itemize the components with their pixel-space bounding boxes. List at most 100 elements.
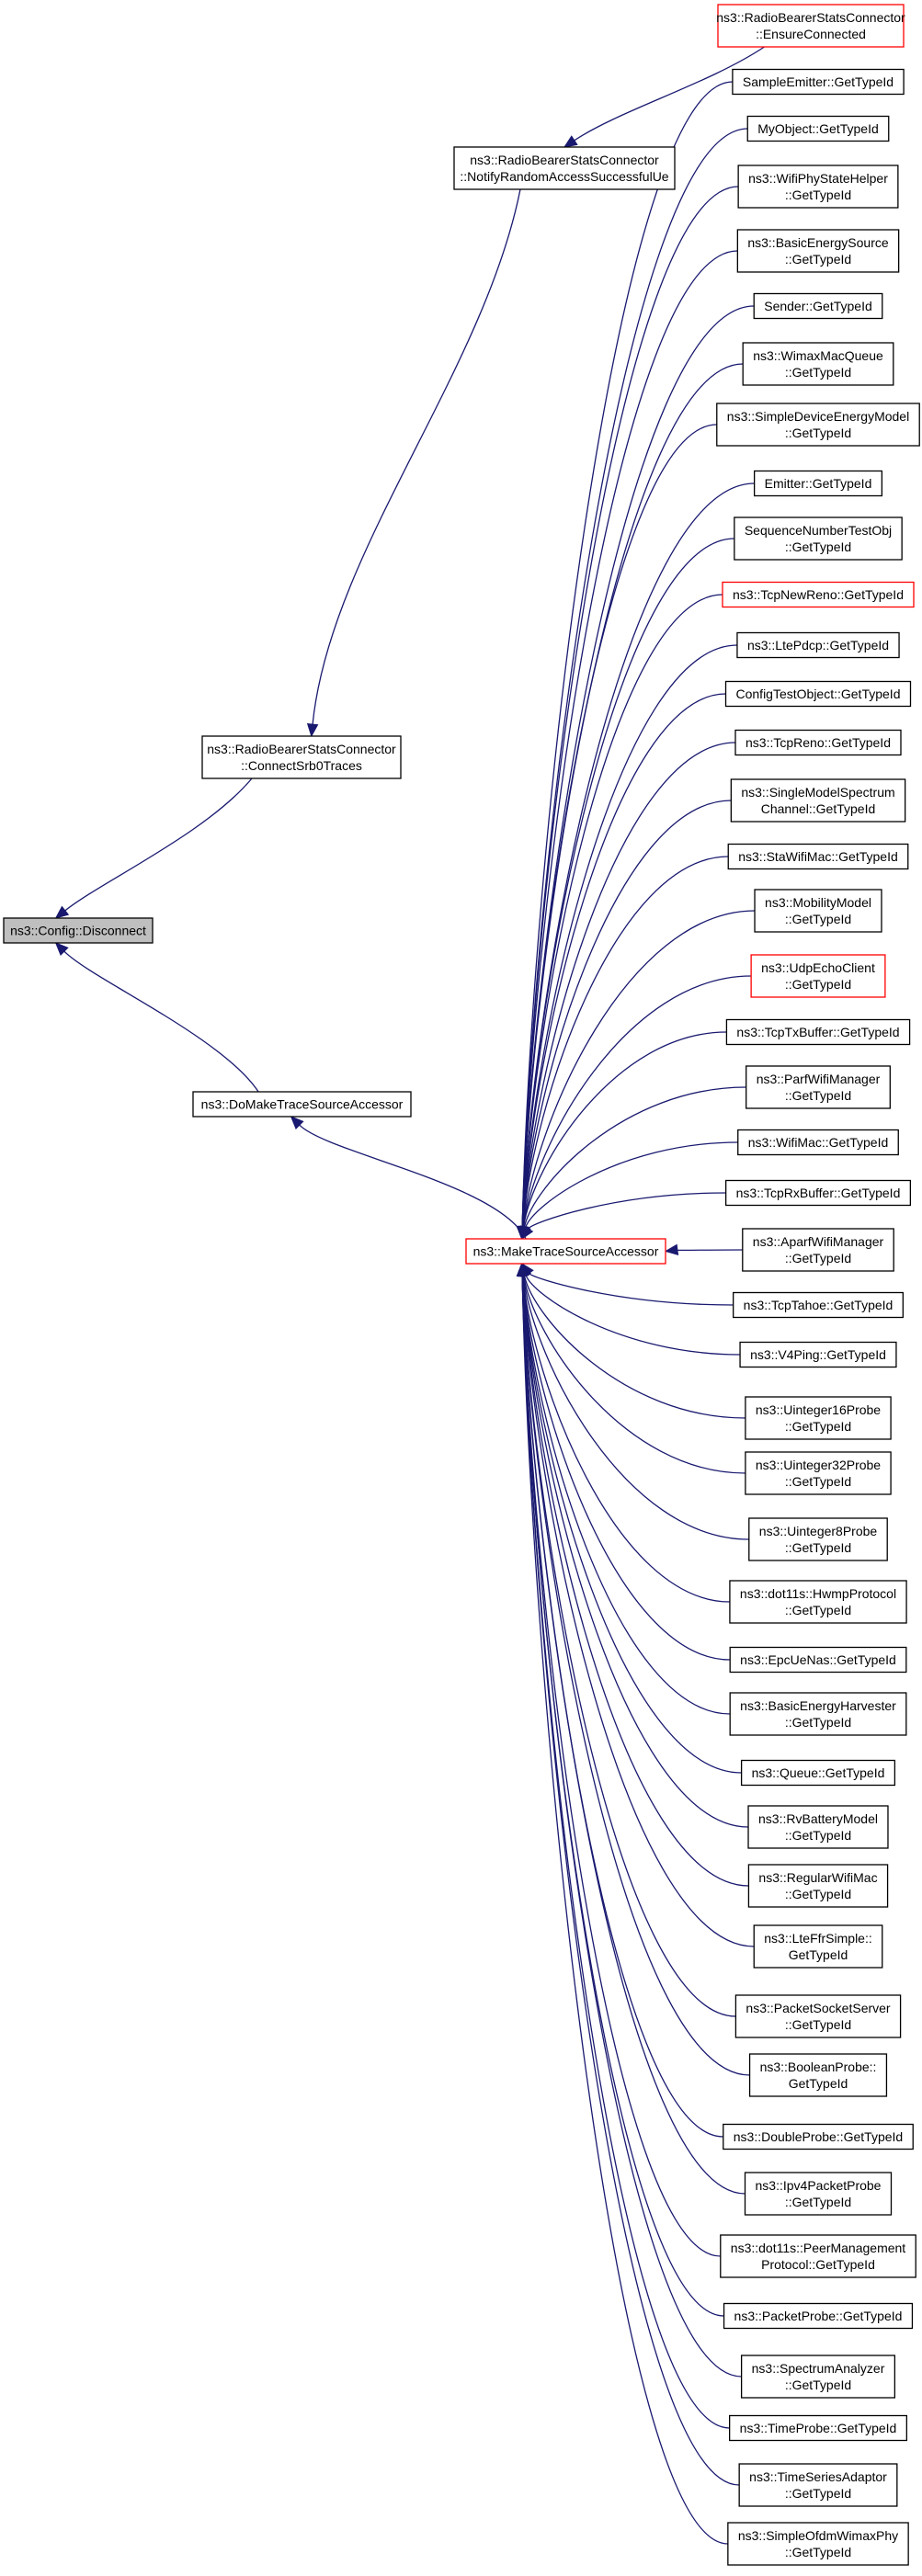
node-box[interactable] [724, 680, 912, 708]
graph-node-c18[interactable]: ns3::ParfWifiManager::GetTypeId [746, 1065, 891, 1109]
node-box[interactable] [3, 917, 154, 944]
graph-node-c14[interactable]: ns3::StaWifiMac::GetTypeId [727, 843, 909, 870]
graph-node-c29[interactable]: ns3::BasicEnergyHarvester::GetTypeId [729, 1692, 907, 1736]
node-box[interactable] [727, 843, 909, 870]
node-box[interactable] [742, 342, 894, 386]
node-box[interactable] [740, 1759, 896, 1787]
node-box[interactable] [753, 470, 883, 497]
node-box[interactable] [734, 516, 903, 561]
graph-node-n4[interactable]: ns3::DoMakeTraceSourceAccessor [192, 1091, 412, 1118]
node-box[interactable] [465, 1238, 666, 1265]
node-box[interactable] [729, 1580, 907, 1624]
graph-node-c38[interactable]: ns3::dot11s::PeerManagementProtocol::Get… [720, 2234, 916, 2278]
graph-node-c32[interactable]: ns3::RegularWifiMac::GetTypeId [747, 1864, 889, 1908]
graph-node-c1[interactable]: MyObject::GetTypeId [746, 115, 890, 142]
graph-node-c43[interactable]: ns3::SimpleOfdmWimaxPhy::GetTypeId [727, 2522, 909, 2566]
node-box[interactable] [727, 2522, 909, 2566]
node-box[interactable] [754, 889, 882, 933]
graph-node-c40[interactable]: ns3::SpectrumAnalyzer::GetTypeId [740, 2355, 896, 2399]
node-box[interactable] [729, 1646, 907, 1674]
graph-node-c5[interactable]: ns3::WimaxMacQueue::GetTypeId [742, 342, 894, 386]
node-box[interactable] [725, 1018, 911, 1046]
node-box[interactable] [748, 2053, 888, 2097]
graph-node-c17[interactable]: ns3::TcpTxBuffer::GetTypeId [725, 1018, 911, 1046]
node-box[interactable] [738, 2463, 898, 2507]
graph-node-c2[interactable]: ns3::WifiPhyStateHelper::GetTypeId [737, 165, 899, 209]
graph-node-n0[interactable]: ns3::Config::Disconnect [3, 917, 154, 944]
graph-node-c25[interactable]: ns3::Uinteger32Probe::GetTypeId [745, 1451, 892, 1495]
node-box[interactable] [747, 1864, 889, 1908]
node-box[interactable] [739, 1341, 897, 1368]
graph-node-c34[interactable]: ns3::PacketSocketServer::GetTypeId [734, 1994, 902, 2038]
node-box[interactable] [732, 68, 905, 96]
node-box[interactable] [745, 1396, 892, 1440]
graph-node-c12[interactable]: ns3::TcpReno::GetTypeId [734, 729, 902, 756]
graph-node-c42[interactable]: ns3::TimeSeriesAdaptor::GetTypeId [738, 2463, 898, 2507]
graph-node-c7[interactable]: Emitter::GetTypeId [753, 470, 883, 497]
node-box[interactable] [733, 1291, 904, 1319]
graph-node-c35[interactable]: ns3::BooleanProbe::GetTypeId [748, 2053, 888, 2097]
node-box[interactable] [737, 165, 899, 209]
graph-node-c30[interactable]: ns3::Queue::GetTypeId [740, 1759, 896, 1787]
graph-node-c15[interactable]: ns3::MobilityModel::GetTypeId [754, 889, 882, 933]
graph-node-c24[interactable]: ns3::Uinteger16Probe::GetTypeId [745, 1396, 892, 1440]
node-box[interactable] [744, 2172, 893, 2216]
graph-node-c26[interactable]: ns3::Uinteger8Probe::GetTypeId [748, 1517, 888, 1561]
graph-node-c28[interactable]: ns3::EpcUeNas::GetTypeId [729, 1646, 907, 1674]
graph-node-c13[interactable]: ns3::SingleModelSpectrumChannel::GetType… [730, 778, 906, 823]
graph-node-c4[interactable]: Sender::GetTypeId [753, 292, 883, 320]
node-box[interactable] [724, 1179, 912, 1207]
graph-node-n1[interactable]: ns3::RadioBearerStatsConnector::ConnectS… [201, 735, 402, 779]
graph-node-c6[interactable]: ns3::SimpleDeviceEnergyModel::GetTypeId [716, 403, 920, 447]
node-box[interactable] [192, 1091, 412, 1118]
node-box[interactable] [736, 631, 900, 659]
graph-node-c41[interactable]: ns3::TimeProbe::GetTypeId [729, 2414, 907, 2442]
node-box[interactable] [747, 1805, 889, 1849]
node-box[interactable] [453, 146, 676, 190]
node-box[interactable] [730, 778, 906, 823]
node-box[interactable] [729, 2414, 907, 2442]
graph-node-c20[interactable]: ns3::TcpRxBuffer::GetTypeId [724, 1179, 912, 1207]
graph-node-c8[interactable]: SequenceNumberTestObj::GetTypeId [734, 516, 903, 561]
node-box[interactable] [736, 229, 900, 273]
graph-node-c23[interactable]: ns3::V4Ping::GetTypeId [739, 1341, 897, 1368]
graph-node-c27[interactable]: ns3::dot11s::HwmpProtocol::GetTypeId [729, 1580, 907, 1624]
graph-node-c16[interactable]: ns3::UdpEchoClient::GetTypeId [750, 954, 886, 998]
node-box[interactable] [746, 1065, 891, 1109]
node-box[interactable] [729, 1692, 907, 1736]
graph-node-c19[interactable]: ns3::WifiMac::GetTypeId [737, 1129, 899, 1156]
node-box[interactable] [720, 2234, 916, 2278]
node-box[interactable] [201, 735, 402, 779]
node-box[interactable] [746, 115, 890, 142]
node-box[interactable] [723, 2123, 914, 2150]
node-box[interactable] [722, 581, 915, 608]
node-box[interactable] [737, 1129, 899, 1156]
graph-node-c11[interactable]: ConfigTestObject::GetTypeId [724, 680, 912, 708]
graph-node-n3[interactable]: ns3::RadioBearerStatsConnector::EnsureCo… [716, 4, 905, 48]
node-box[interactable] [734, 729, 902, 756]
graph-node-c0[interactable]: SampleEmitter::GetTypeId [732, 68, 905, 96]
graph-node-c10[interactable]: ns3::LtePdcp::GetTypeId [736, 631, 900, 659]
graph-node-c36[interactable]: ns3::DoubleProbe::GetTypeId [723, 2123, 914, 2150]
graph-node-c37[interactable]: ns3::Ipv4PacketProbe::GetTypeId [744, 2172, 893, 2216]
node-box[interactable] [734, 1994, 902, 2038]
graph-node-c39[interactable]: ns3::PacketProbe::GetTypeId [723, 2302, 914, 2330]
node-box[interactable] [753, 292, 883, 320]
graph-node-c3[interactable]: ns3::BasicEnergySource::GetTypeId [736, 229, 900, 273]
graph-node-n2[interactable]: ns3::RadioBearerStatsConnector::NotifyRa… [453, 146, 676, 190]
graph-node-c22[interactable]: ns3::TcpTahoe::GetTypeId [733, 1291, 904, 1319]
node-box[interactable] [716, 403, 920, 447]
graph-node-c31[interactable]: ns3::RvBatteryModel::GetTypeId [747, 1805, 889, 1849]
graph-node-c33[interactable]: ns3::LteFfrSimple::GetTypeId [753, 1924, 883, 1969]
node-box[interactable] [748, 1517, 888, 1561]
node-box[interactable] [723, 2302, 914, 2330]
node-box[interactable] [750, 954, 886, 998]
graph-node-c21[interactable]: ns3::AparfWifiManager::GetTypeId [742, 1228, 894, 1272]
node-box[interactable] [742, 1228, 894, 1272]
node-box[interactable] [745, 1451, 892, 1495]
node-box[interactable] [717, 4, 905, 48]
node-box[interactable] [740, 2355, 896, 2399]
graph-node-n5[interactable]: ns3::MakeTraceSourceAccessor [465, 1238, 666, 1265]
node-box[interactable] [753, 1924, 883, 1969]
graph-node-c9[interactable]: ns3::TcpNewReno::GetTypeId [722, 581, 915, 608]
